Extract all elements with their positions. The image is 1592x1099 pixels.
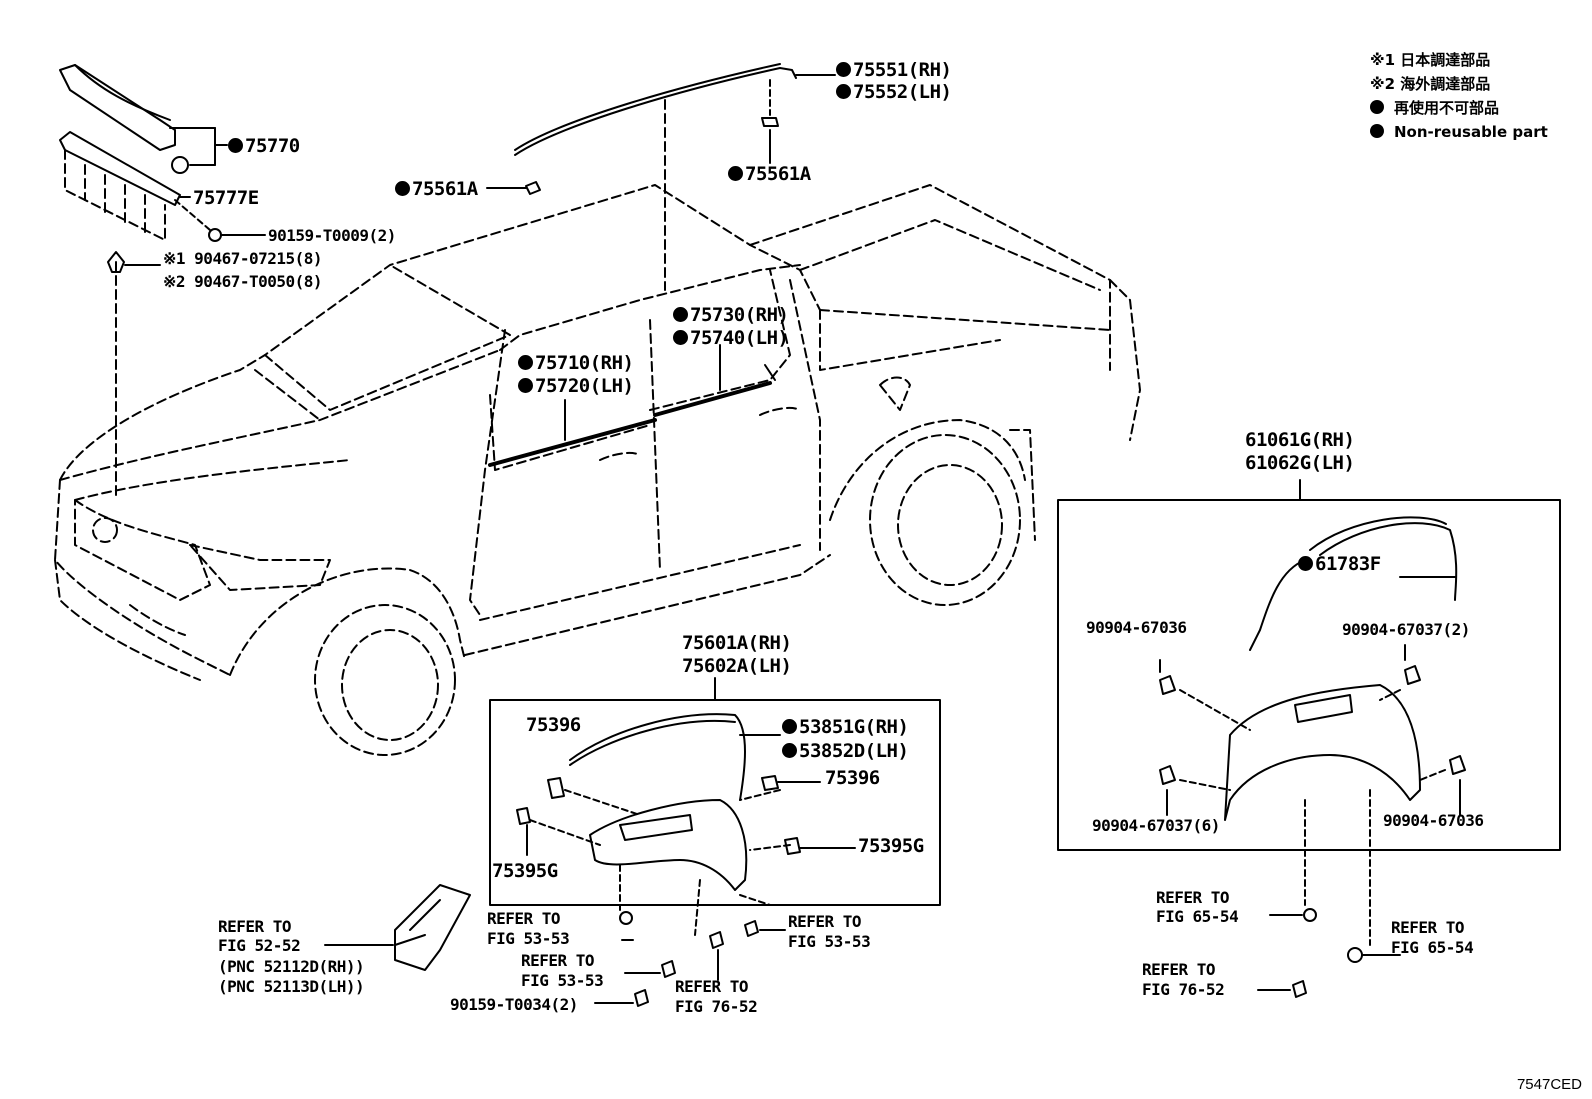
part-90159-T0009: 90159-T0009(2) (268, 226, 396, 245)
refer-fig-53-53-2b: FIG 53-53 (788, 932, 871, 951)
legend-note-1: ※1 日本調達部品 (1370, 51, 1491, 69)
part-61783F: 61783F (1298, 554, 1381, 574)
part-75710: 75710(RH) (518, 353, 634, 373)
legend: ※1 日本調達部品 ※2 海外調達部品 再使用不可部品 Non-reusable… (1370, 48, 1548, 144)
part-90904-67036-top: 90904-67036 (1086, 618, 1187, 637)
nonreusable-dot-icon (1298, 556, 1313, 571)
part-75602A: 75602A(LH) (682, 655, 792, 677)
part-75730: 75730(RH) (673, 305, 789, 325)
part-75395G-right: 75395G (858, 835, 924, 857)
cowl-top-parts (59, 64, 266, 501)
part-90904-67036-bottom: 90904-67036 (1383, 811, 1484, 830)
part-90467-07215: ※1 90467-07215(8) (163, 249, 323, 268)
roof-molding-parts (486, 63, 836, 291)
part-75770: 75770 (228, 136, 300, 156)
refer-fig-53-53-3b: FIG 53-53 (521, 971, 604, 990)
legend-nonreusable-en: Non-reusable part (1370, 120, 1548, 144)
diagram-code: 7547CED (1516, 1076, 1582, 1093)
nonreusable-dot-icon (395, 181, 410, 196)
part-90467-T0050: ※2 90467-T0050(8) (163, 272, 323, 291)
refer-fig-52-52-b: FIG 52-52 (218, 936, 301, 955)
truck-outline (54, 184, 1141, 756)
part-53852D: 53852D(LH) (782, 741, 909, 761)
part-75720: 75720(LH) (518, 376, 634, 396)
refer-fig-76-52-1a: REFER TO (675, 977, 749, 996)
front-flare-group (489, 677, 941, 1007)
nonreusable-dot-icon (228, 138, 243, 153)
nonreusable-dot-icon (673, 307, 688, 322)
nonreusable-dot-icon (728, 166, 743, 181)
part-90904-67037-6: 90904-67037(6) (1092, 816, 1220, 835)
part-75561A-left: 75561A (395, 179, 478, 199)
part-61061G: 61061G(RH) (1245, 429, 1355, 451)
part-75396-left: 75396 (526, 714, 581, 736)
part-90904-67037-2: 90904-67037(2) (1342, 620, 1470, 639)
nonreusable-dot-icon (836, 84, 851, 99)
nonreusable-dot-icon (782, 719, 797, 734)
part-90159-T0034: 90159-T0034(2) (450, 995, 578, 1014)
nonreusable-dot-icon (836, 62, 851, 77)
pnc-52113D: (PNC 52113D(LH)) (218, 977, 365, 996)
refer-fig-53-53-1a: REFER TO (487, 909, 561, 928)
refer-fig-65-54-1b: FIG 65-54 (1156, 907, 1239, 926)
refer-fig-52-52-a: REFER TO (218, 917, 292, 936)
legend-nonreusable-jp: 再使用不可部品 (1370, 96, 1548, 120)
part-53851G: 53851G(RH) (782, 717, 909, 737)
nonreusable-dot-icon (782, 743, 797, 758)
refer-fig-53-53-1b: FIG 53-53 (487, 929, 570, 948)
nonreusable-dot-icon (1370, 124, 1384, 138)
pnc-52112D: (PNC 52112D(RH)) (218, 957, 365, 976)
legend-note-2: ※2 海外調達部品 (1370, 75, 1491, 93)
door-belt-moldings (488, 344, 776, 467)
refer-fig-76-52-2b: FIG 76-52 (1142, 980, 1225, 999)
rear-flare-group (1057, 479, 1561, 998)
part-75561A-right: 75561A (728, 164, 811, 184)
part-61062G: 61062G(LH) (1245, 452, 1355, 474)
refer-fig-65-54-2b: FIG 65-54 (1391, 938, 1474, 957)
part-75552: 75552(LH) (836, 82, 952, 102)
refer-fig-53-53-3a: REFER TO (521, 951, 595, 970)
part-75601A: 75601A(RH) (682, 632, 792, 654)
part-75777E: 75777E (193, 187, 259, 209)
nonreusable-dot-icon (518, 355, 533, 370)
nonreusable-dot-icon (673, 330, 688, 345)
refer-fig-65-54-1a: REFER TO (1156, 888, 1230, 907)
nonreusable-dot-icon (1370, 100, 1384, 114)
part-75551: 75551(RH) (836, 60, 952, 80)
refer-fig-53-53-2a: REFER TO (788, 912, 862, 931)
nonreusable-dot-icon (518, 378, 533, 393)
part-75740: 75740(LH) (673, 328, 789, 348)
mudguard-part (324, 884, 471, 971)
refer-fig-76-52-1b: FIG 76-52 (675, 997, 758, 1016)
part-75395G-left: 75395G (492, 860, 558, 882)
refer-fig-65-54-2a: REFER TO (1391, 918, 1465, 937)
part-75396-right: 75396 (825, 767, 880, 789)
refer-fig-76-52-2a: REFER TO (1142, 960, 1216, 979)
